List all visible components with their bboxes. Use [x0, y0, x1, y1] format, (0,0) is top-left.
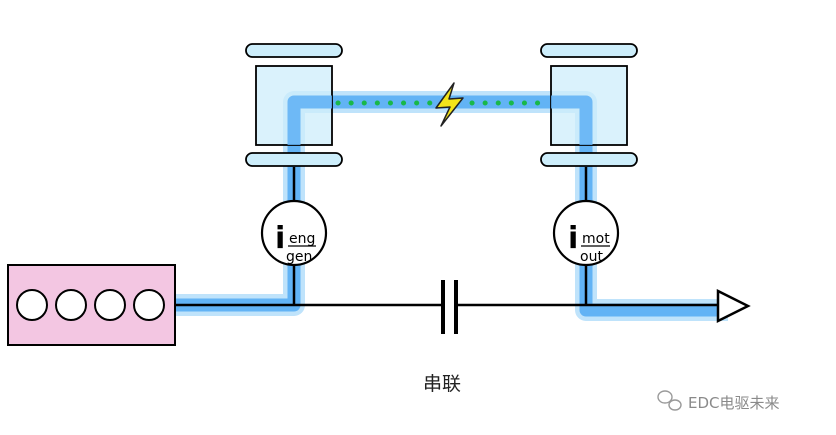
generator-efficiency-symbol: i [275, 221, 285, 256]
engine-cylinder-1 [16, 289, 48, 321]
engine-cylinder-2 [55, 289, 87, 321]
generator-efficiency-node: i eng gen [260, 199, 328, 267]
engine-cylinder-3 [94, 289, 126, 321]
motor-efficiency-symbol: i [568, 221, 578, 256]
motor-bottom-plate [540, 152, 638, 167]
motor-top-plate [540, 43, 638, 58]
engine-cylinder-4 [133, 289, 165, 321]
generator-efficiency-top-sub: eng [289, 231, 315, 247]
watermark-logo: EDC电驱未来 [657, 390, 780, 412]
watermark-text: EDC电驱未来 [688, 394, 780, 412]
motor-efficiency-node: i mot out [552, 199, 620, 267]
wechat-icon [657, 390, 682, 411]
generator-top-plate [245, 43, 343, 58]
lightning-icon [435, 82, 464, 127]
diagram-caption: 串联 [423, 373, 461, 395]
generator-efficiency-bottom-sub: gen [286, 249, 312, 265]
power-flow-through-motor [551, 95, 593, 145]
power-flow-through-generator [287, 95, 332, 145]
motor-efficiency-top-sub: mot [582, 231, 610, 247]
output-arrow [716, 288, 751, 324]
generator-bottom-plate [245, 152, 343, 167]
motor-efficiency-bottom-sub: out [580, 249, 603, 265]
